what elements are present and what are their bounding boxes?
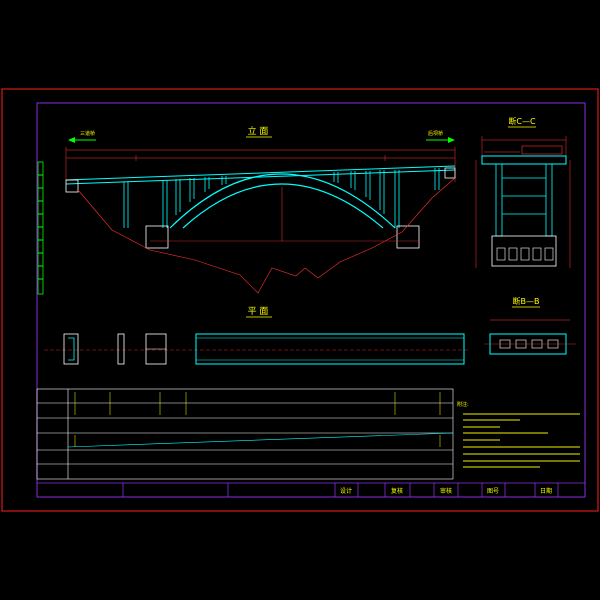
right-direction-arrow: 后坝桥 [426, 130, 455, 143]
profile-data-table [36, 388, 454, 480]
top-dimensions [65, 147, 456, 182]
main-arch [169, 173, 396, 229]
title-design: 设计 [340, 487, 352, 495]
title-drawing-no: 图号 [487, 488, 499, 495]
title-approve: 审核 [440, 487, 452, 495]
table-tick-marks [74, 392, 441, 447]
section-cc-cells [496, 247, 554, 261]
notes-heading: 附注: [457, 401, 469, 408]
left-direction-arrow: 三道桥 [68, 130, 96, 143]
section-cc-piers [491, 163, 557, 267]
title-date: 日期 [540, 487, 552, 495]
elevation-view: 立 面 三道桥 后坝桥 [37, 125, 456, 295]
plan-title: 平 面 [248, 306, 269, 317]
right-direction-label: 后坝桥 [428, 130, 443, 137]
title-block: 设计 复核 审核 图号 日期 [36, 482, 586, 498]
spandrel-columns [123, 168, 440, 228]
elevation-title: 立 面 [248, 125, 269, 137]
bridge-deck [65, 165, 456, 185]
ground-profile [77, 177, 456, 294]
elevation-scale [37, 161, 44, 295]
section-bb-view: 断B—B [484, 296, 576, 355]
section-cc-title: 断C—C [508, 116, 536, 126]
left-direction-label: 三道桥 [80, 130, 95, 137]
plan-view: 平 面 [44, 306, 470, 365]
plan-pier-1 [117, 333, 125, 365]
section-cc-view: 断C—C [475, 116, 571, 268]
plan-abutment-left [63, 333, 79, 365]
plan-deck [195, 333, 465, 365]
section-cc-deck [481, 155, 567, 165]
section-bb-title: 断B—B [513, 296, 540, 306]
notes-block: 附注: [457, 401, 580, 468]
sheet-border [1, 88, 599, 512]
title-review: 复核 [391, 487, 403, 495]
abutments [65, 167, 456, 249]
